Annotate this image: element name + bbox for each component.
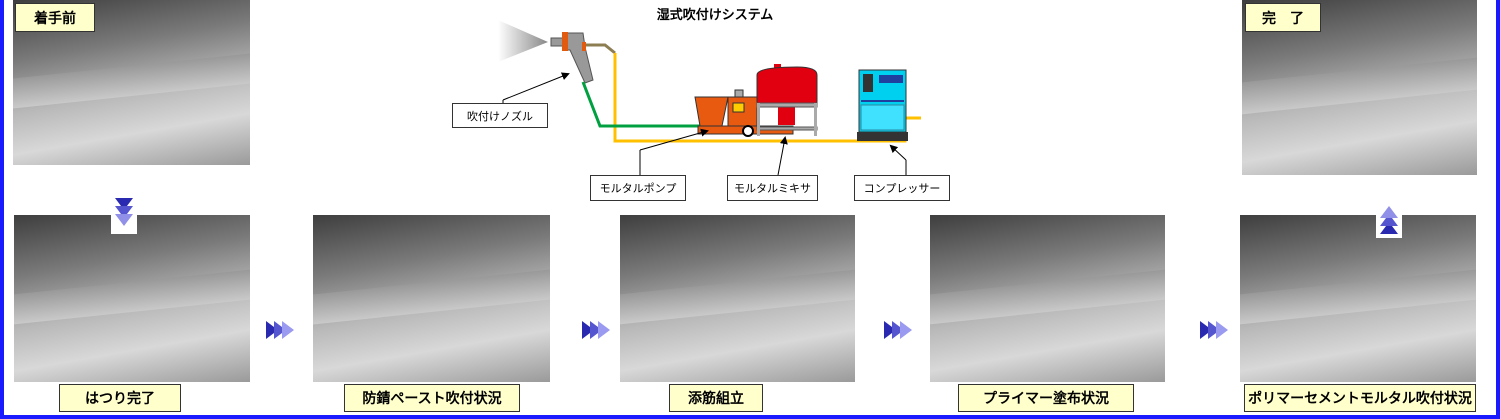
label-compressor: コンプレッサー [854, 175, 950, 201]
label-primer: プライマー塗布状況 [958, 384, 1134, 412]
label-mortar-pump: モルタルポンプ [590, 175, 686, 201]
photo-chipping [14, 215, 250, 382]
label-before: 着手前 [15, 3, 95, 32]
right-arrow-icon [582, 321, 610, 339]
right-arrow-icon [266, 321, 294, 339]
label-rust-paste: 防錆ペースト吹付状況 [344, 384, 520, 412]
right-arrow-icon [884, 321, 912, 339]
photo-rust-paste [313, 215, 550, 382]
label-chipping: はつり完了 [59, 384, 181, 412]
label-rebar: 添筋組立 [669, 384, 763, 412]
right-arrow-icon [1200, 321, 1228, 339]
label-mortar-spray: ポリマーセメントモルタル吹付状況 [1244, 384, 1476, 412]
label-complete: 完 了 [1245, 3, 1321, 32]
photo-mortar-spray [1240, 215, 1476, 382]
label-spray-nozzle: 吹付けノズル [452, 103, 548, 128]
up-arrow-icon [1376, 198, 1402, 238]
photo-rebar [620, 215, 855, 382]
down-arrow-icon [111, 194, 137, 234]
photo-primer [930, 215, 1165, 382]
diagram-title: 湿式吹付けシステム [656, 8, 774, 23]
spray-nozzle-icon [550, 32, 594, 84]
spray-cone [498, 20, 548, 62]
mortar-mixer-icon [756, 64, 818, 136]
mortar-pump-icon [694, 89, 794, 137]
wet-spray-system-diagram [498, 20, 921, 176]
compressor-icon-body [857, 69, 908, 141]
label-mortar-mixer: モルタルミキサ [727, 175, 818, 201]
